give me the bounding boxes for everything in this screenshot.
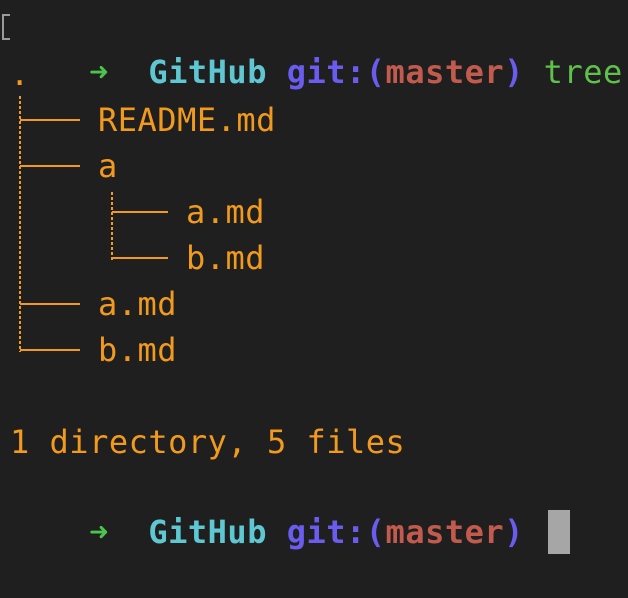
tree-item-a-md: a.md: [98, 285, 178, 323]
prompt-line-1: ➜ GitHub git:(master) tree: [10, 6, 623, 91]
tree-item-readme: README.md: [98, 101, 276, 139]
prompt-line-2: ➜ GitHub git:(master): [10, 466, 570, 554]
prompt-git-prefix: git:(: [286, 513, 386, 551]
prompt-git-suffix: ): [504, 53, 524, 91]
prompt-git-branch: master: [385, 513, 505, 551]
prompt-mark-bracket: [2, 14, 10, 40]
tree-root: .: [10, 55, 30, 93]
prompt-arrow-icon: ➜: [89, 513, 109, 551]
prompt-git-prefix: git:(: [286, 53, 386, 91]
tree-summary: 1 directory, 5 files: [10, 423, 406, 461]
entered-command: tree: [543, 53, 623, 91]
tree-item-dir-a: a: [98, 147, 118, 185]
text-cursor[interactable]: [547, 510, 570, 554]
prompt-git-branch: master: [385, 53, 505, 91]
prompt-directory: GitHub: [148, 53, 267, 91]
terminal-window[interactable]: ➜ GitHub git:(master) tree . README.md a…: [0, 0, 628, 554]
tree-item-b-md: b.md: [98, 331, 178, 369]
tree-item-a-a-md: a.md: [186, 193, 266, 231]
prompt-git-suffix: ): [504, 513, 524, 551]
tree-item-a-b-md: b.md: [186, 239, 266, 277]
prompt-arrow-icon: ➜: [89, 53, 109, 91]
prompt-directory: GitHub: [148, 513, 267, 551]
